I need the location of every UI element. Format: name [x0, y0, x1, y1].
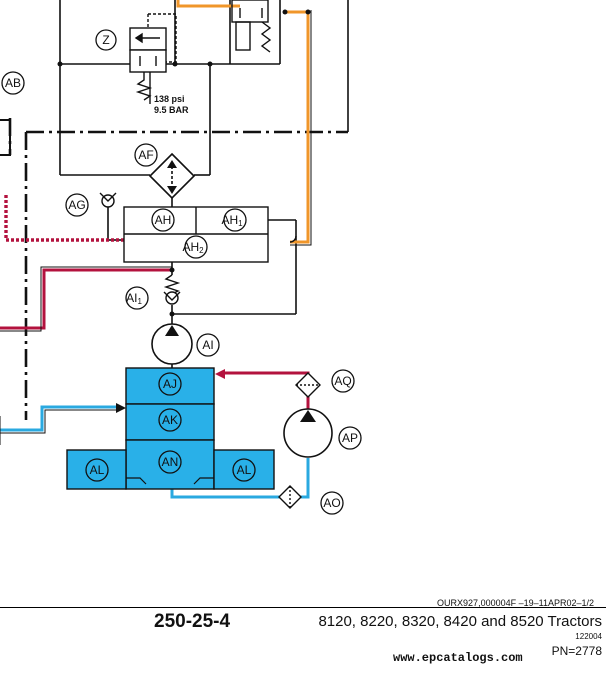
callout-an [158, 450, 182, 474]
valve-setting-bar: 9.5 BAR [154, 105, 189, 115]
callout-ap [338, 426, 362, 450]
callout-ai1-label: AI1 [126, 291, 142, 306]
blue-return-line-outline [0, 409, 118, 445]
callout-ai [196, 333, 220, 357]
callout-af-label: AF [138, 148, 153, 162]
red-pressure-line [0, 268, 172, 330]
callout-ai1 [125, 286, 149, 310]
junction-dot [169, 311, 175, 317]
filter-af [148, 152, 196, 200]
callout-ab [1, 71, 25, 95]
page-number: 250-25-4 [154, 611, 231, 632]
callout-ah2-label: AH2 [182, 240, 204, 255]
callout-al-left [85, 458, 109, 482]
frame-corner [0, 119, 11, 156]
page-index: PN=2778 [551, 644, 602, 658]
callout-ah2 [184, 235, 208, 259]
red-pump-outlet-line [224, 371, 310, 410]
callout-aq [331, 369, 355, 393]
junction-dot [169, 267, 175, 273]
callout-aq-label: AQ [334, 374, 351, 388]
blue-return-line [0, 405, 310, 499]
callout-ao [320, 491, 344, 515]
callout-ag-label: AG [68, 198, 85, 212]
junction-dot [57, 61, 63, 67]
orange-supply-line-outline [290, 10, 312, 246]
valve-setting-psi: 138 psi [154, 94, 185, 104]
line-crossover [289, 235, 297, 243]
callout-ai-label: AI [202, 338, 213, 352]
callout-ah [151, 208, 175, 232]
callout-ag [65, 193, 89, 217]
flow-arrow [116, 403, 126, 413]
callout-ab-label: AB [5, 76, 21, 90]
check-valve-ai1 [163, 274, 181, 305]
junction-dot [305, 9, 311, 15]
control-manifold [66, 367, 275, 490]
red-pressure-line-outline [0, 266, 172, 332]
callout-ao-label: AO [323, 496, 340, 510]
document-reference: OURX927,000004F –19–11APR02–1/2 [437, 598, 594, 608]
check-valve-ag [99, 192, 117, 208]
callout-aj [158, 372, 182, 396]
callout-aj-label: AJ [163, 377, 177, 391]
callout-ah1 [223, 208, 247, 232]
footer-divider [0, 607, 606, 608]
pilot-circuit-lines [59, 0, 349, 368]
junction-dot [282, 9, 288, 15]
relief-valve-top [231, 0, 272, 53]
callout-ah-label: AH [155, 213, 172, 227]
flow-arrow [215, 369, 225, 379]
website-link[interactable]: www.epcatalogs.com [393, 651, 523, 665]
filter-ao [278, 485, 302, 509]
solenoid-valve-z [129, 13, 177, 104]
junction-dot [172, 61, 178, 67]
callout-af [134, 143, 158, 167]
hydraulic-schematic: Z 138 psi 9.5 BAR AB AF AG AH AH1 AH2 [0, 0, 362, 515]
orange-supply-line [176, 0, 310, 244]
pump-ai [151, 323, 193, 365]
callout-z [95, 29, 117, 51]
junction-dot [207, 61, 213, 67]
tractor-models: 8120, 8220, 8320, 8420 and 8520 Tractors [318, 613, 602, 630]
callout-ak-label: AK [162, 413, 178, 427]
filter-aq [295, 372, 321, 398]
callout-al-right-label: AL [237, 463, 252, 477]
callout-z-label: Z [102, 33, 109, 47]
callout-ah1-label: AH1 [221, 213, 243, 228]
callout-al-right [232, 458, 256, 482]
document-code: 122004 [575, 632, 602, 641]
red-dotted-line [4, 195, 124, 242]
manifold-internal-lines [126, 477, 214, 485]
pump-ap [283, 408, 333, 458]
callout-ak [158, 408, 182, 432]
callout-al-left-label: AL [90, 463, 105, 477]
callout-ap-label: AP [342, 431, 358, 445]
callout-an-label: AN [162, 455, 179, 469]
